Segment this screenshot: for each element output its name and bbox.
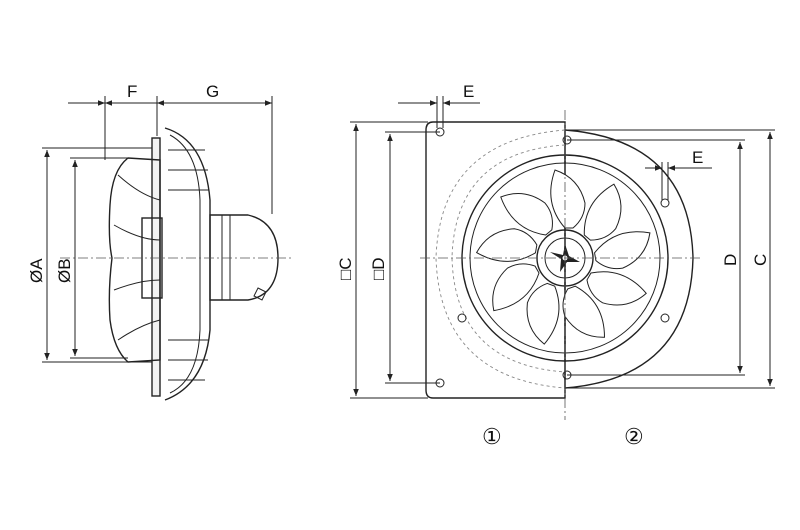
dim-round: D C — [567, 129, 775, 389]
fan-blade — [583, 183, 622, 241]
fan-blades — [475, 169, 651, 345]
fan-blade — [594, 231, 651, 270]
grille-bars — [168, 149, 209, 381]
motor — [209, 214, 279, 301]
dim-E: E E — [398, 82, 712, 200]
label-diameter-B: ØB — [55, 258, 74, 283]
front-view — [420, 110, 700, 420]
label-F: F — [127, 82, 137, 101]
dim-diameters: ØA ØB — [27, 147, 152, 363]
impeller-blades — [108, 157, 161, 363]
label-square-D: □D — [369, 257, 388, 280]
label-E-top: E — [463, 82, 474, 101]
fan-blade — [526, 282, 560, 345]
fan-blade — [500, 193, 553, 236]
mounting-plate — [151, 137, 161, 397]
fan-blade — [475, 228, 538, 262]
label-G: G — [206, 82, 219, 101]
fan-blade — [562, 285, 605, 338]
fan-blade — [550, 169, 586, 229]
label-square-C: □C — [336, 257, 355, 280]
label-C: C — [751, 254, 770, 266]
fan-blade — [586, 271, 647, 306]
variant-1-label: ① — [482, 424, 502, 449]
guard-grille — [164, 127, 211, 401]
dim-square: □C □D — [336, 121, 440, 399]
square-plate — [425, 121, 566, 399]
variant-2-label: ② — [624, 424, 644, 449]
label-E-right: E — [692, 148, 703, 167]
dim-F-G: F G — [68, 82, 273, 214]
fan-blade — [492, 263, 540, 312]
label-diameter-A: ØA — [27, 258, 46, 283]
side-view — [60, 127, 292, 401]
label-D: D — [721, 254, 740, 266]
